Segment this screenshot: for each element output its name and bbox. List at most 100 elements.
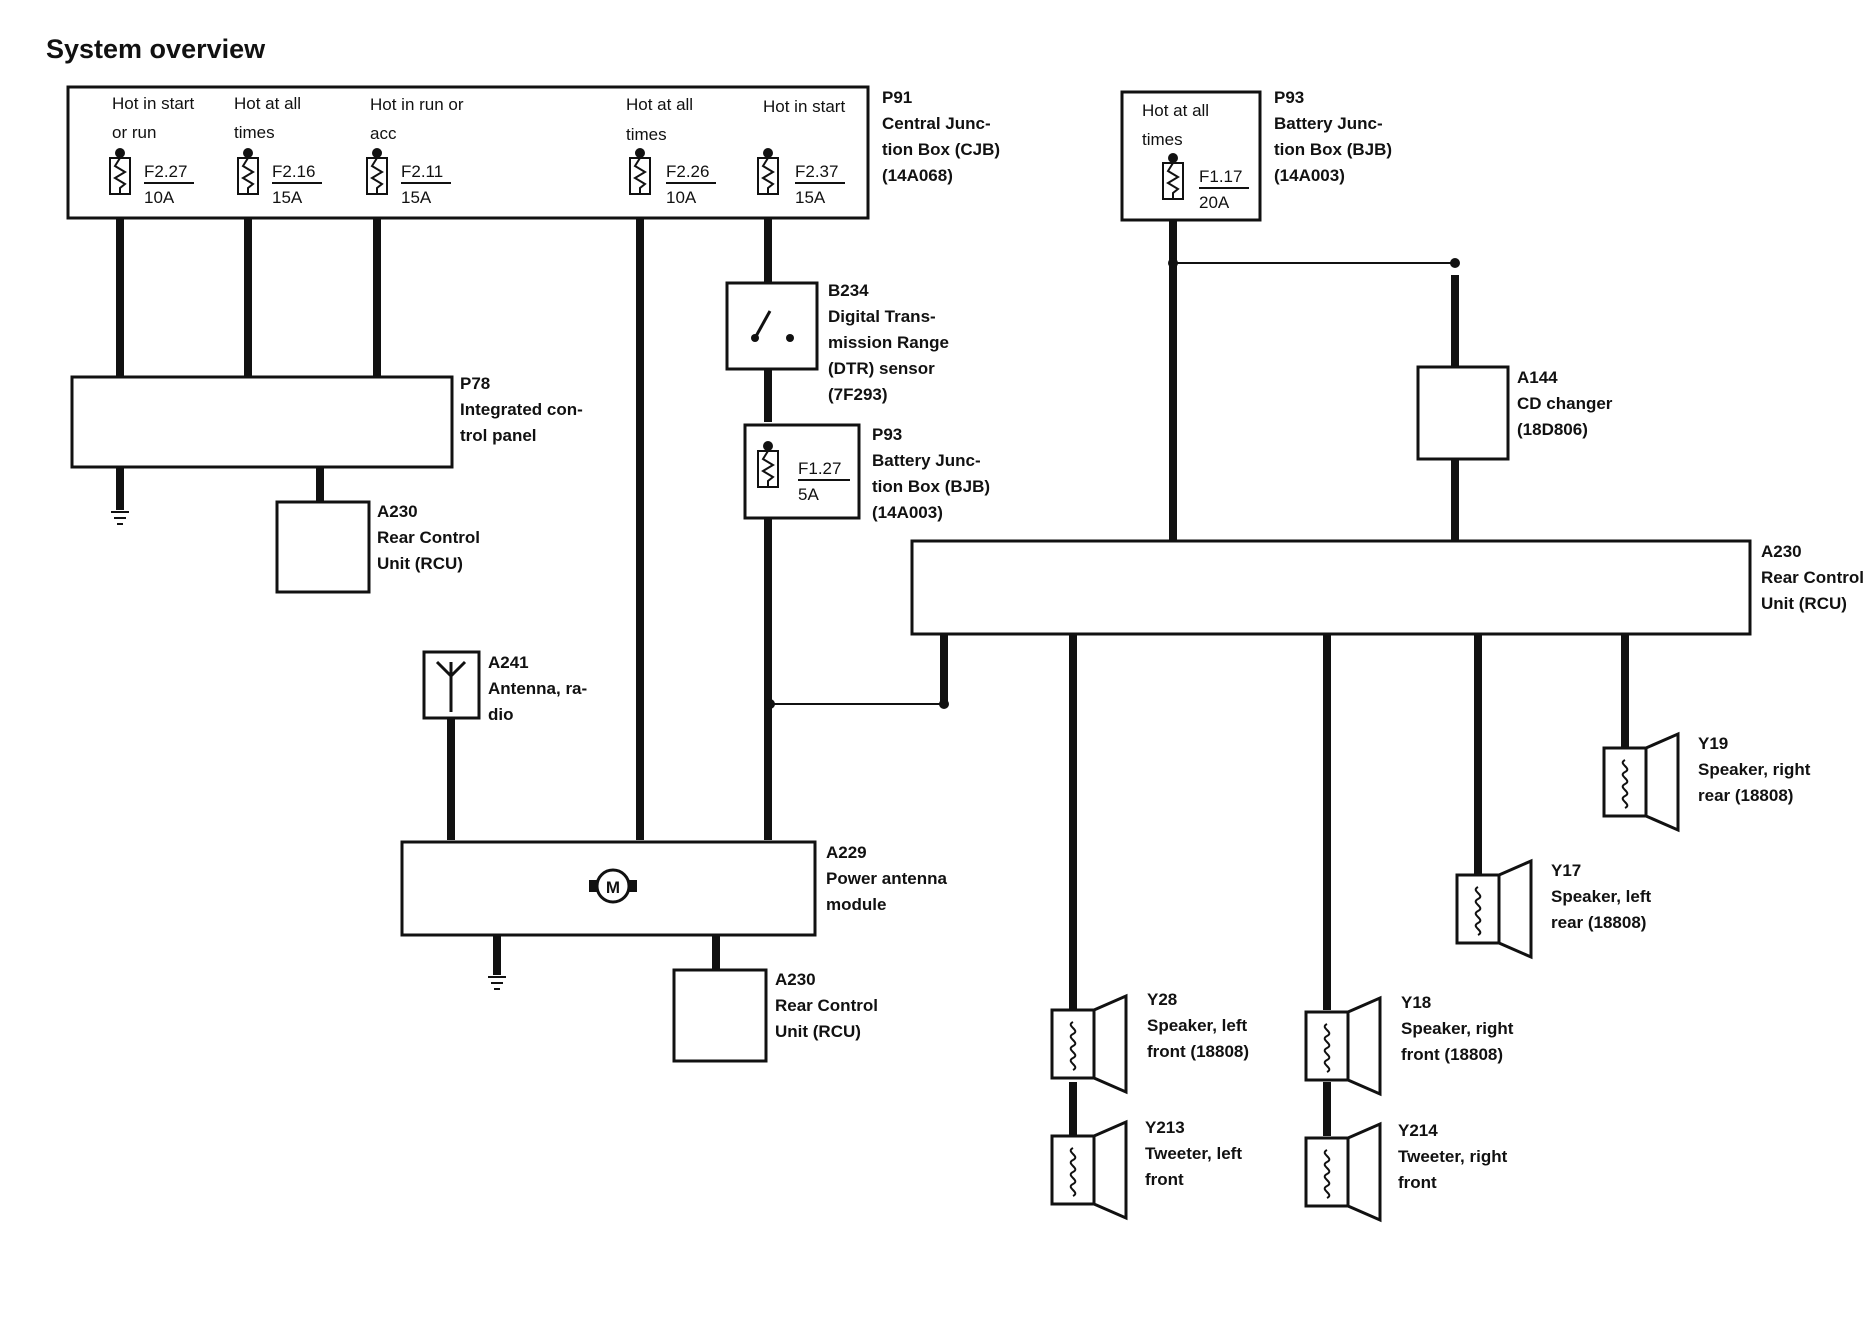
- dtr-label: B234 Digital Trans- mission Range (DTR) …: [828, 281, 949, 404]
- tweeter-icon: [1304, 1121, 1382, 1223]
- svg-text:Y213: Y213: [1145, 1118, 1185, 1137]
- svg-text:A241: A241: [488, 653, 529, 672]
- svg-text:Unit (RCU): Unit (RCU): [1761, 594, 1847, 613]
- rear-control-unit-small: [275, 500, 371, 594]
- svg-text:dio: dio: [488, 705, 514, 724]
- fuse-id: F2.26: [666, 162, 709, 181]
- svg-text:trol panel: trol panel: [460, 426, 537, 445]
- svg-text:Speaker, right: Speaker, right: [1401, 1019, 1514, 1038]
- cd-changer: [1416, 365, 1510, 461]
- fuse-hot-label: Hot in start: [112, 94, 194, 113]
- fuse-hot-label: Hot at all: [234, 94, 301, 113]
- svg-text:B234: B234: [828, 281, 869, 300]
- fuse-icon: [757, 441, 779, 488]
- svg-text:Speaker, left: Speaker, left: [1147, 1016, 1248, 1035]
- fuse-hot-label: Hot at all: [1142, 101, 1209, 120]
- icp-label: P78 Integrated con- trol panel: [460, 374, 583, 445]
- svg-text:Rear Control: Rear Control: [1761, 568, 1864, 587]
- svg-text:Rear Control: Rear Control: [775, 996, 878, 1015]
- rear-control-unit: [910, 539, 1752, 636]
- motor-symbol: M: [606, 878, 620, 897]
- fuse-icon: [629, 148, 651, 195]
- svg-text:(DTR) sensor: (DTR) sensor: [828, 359, 935, 378]
- svg-text:P91: P91: [882, 88, 912, 107]
- svg-text:A229: A229: [826, 843, 867, 862]
- fuse-rating: 15A: [401, 188, 432, 207]
- svg-text:front (18808): front (18808): [1401, 1045, 1503, 1064]
- rcu-small-label: A230 Rear Control Unit (RCU): [775, 970, 878, 1041]
- svg-text:Speaker, left: Speaker, left: [1551, 887, 1652, 906]
- svg-text:Y214: Y214: [1398, 1121, 1438, 1140]
- svg-text:front: front: [1398, 1173, 1437, 1192]
- fuse-rating: 20A: [1199, 193, 1230, 212]
- fuse-id: F2.11: [401, 162, 443, 181]
- svg-text:Y19: Y19: [1698, 734, 1728, 753]
- svg-text:Tweeter, right: Tweeter, right: [1398, 1147, 1508, 1166]
- speaker-icon: [1304, 995, 1382, 1097]
- fuse-id: F1.17: [1199, 167, 1242, 186]
- svg-text:Speaker, right: Speaker, right: [1698, 760, 1811, 779]
- svg-text:tion Box (BJB): tion Box (BJB): [872, 477, 990, 496]
- fuse-hot-label: times: [234, 123, 275, 142]
- svg-text:Central Junc-: Central Junc-: [882, 114, 991, 133]
- svg-text:tion Box (BJB): tion Box (BJB): [1274, 140, 1392, 159]
- fuse-icon: [109, 148, 131, 195]
- integrated-control-panel: [70, 375, 454, 469]
- svg-text:P93: P93: [872, 425, 902, 444]
- svg-text:A230: A230: [775, 970, 816, 989]
- svg-text:A144: A144: [1517, 368, 1558, 387]
- speaker-icon: [1050, 993, 1128, 1095]
- svg-text:front: front: [1145, 1170, 1184, 1189]
- fuse-rating: 5A: [798, 485, 819, 504]
- bjb-top-label: P93 Battery Junc- tion Box (BJB) (14A003…: [1274, 88, 1392, 185]
- fuse-hot-label: times: [1142, 130, 1183, 149]
- rear-control-unit-small: [672, 968, 768, 1063]
- svg-text:Y18: Y18: [1401, 993, 1431, 1012]
- svg-text:Y28: Y28: [1147, 990, 1177, 1009]
- fuse-hot-label: times: [626, 125, 667, 144]
- svg-text:A230: A230: [1761, 542, 1802, 561]
- bjb-mid-label: P93 Battery Junc- tion Box (BJB) (14A003…: [872, 425, 990, 522]
- antenna-icon: [435, 660, 467, 712]
- svg-text:Rear Control: Rear Control: [377, 528, 480, 547]
- central-junction-box: [66, 85, 870, 220]
- svg-text:CD changer: CD changer: [1517, 394, 1613, 413]
- fuse-hot-label: Hot at all: [626, 95, 693, 114]
- junction-dots: [765, 258, 1460, 709]
- svg-text:front (18808): front (18808): [1147, 1042, 1249, 1061]
- antenna-label: A241 Antenna, ra- dio: [488, 653, 587, 724]
- svg-text:Integrated con-: Integrated con-: [460, 400, 583, 419]
- fuse-hot-label: Hot in start: [763, 97, 845, 116]
- fuse-hot-label: or run: [112, 123, 156, 142]
- fuse-id: F2.27: [144, 162, 187, 181]
- tweeter-icon: [1050, 1119, 1128, 1221]
- svg-text:Unit (RCU): Unit (RCU): [775, 1022, 861, 1041]
- svg-text:rear (18808): rear (18808): [1551, 913, 1646, 932]
- svg-text:tion Box (CJB): tion Box (CJB): [882, 140, 1000, 159]
- svg-text:(14A003): (14A003): [872, 503, 943, 522]
- svg-text:Power antenna: Power antenna: [826, 869, 947, 888]
- svg-text:A230: A230: [377, 502, 418, 521]
- svg-text:(18D806): (18D806): [1517, 420, 1588, 439]
- diagram-title: System overview: [46, 34, 266, 64]
- svg-text:Battery Junc-: Battery Junc-: [1274, 114, 1383, 133]
- svg-text:Unit (RCU): Unit (RCU): [377, 554, 463, 573]
- fuse-icon: [1162, 153, 1184, 200]
- rcu-large-label: A230 Rear Control Unit (RCU): [1761, 542, 1864, 613]
- wires: [116, 212, 1629, 1136]
- svg-text:(14A003): (14A003): [1274, 166, 1345, 185]
- svg-text:Antenna, ra-: Antenna, ra-: [488, 679, 587, 698]
- speaker-label: Y28 Speaker, left front (18808): [1147, 990, 1249, 1061]
- battery-junction-box: [1120, 90, 1262, 222]
- fuse-icon: [757, 148, 779, 195]
- cd-changer-label: A144 CD changer (18D806): [1517, 368, 1613, 439]
- svg-text:Y17: Y17: [1551, 861, 1581, 880]
- fuse-rating: 10A: [666, 188, 697, 207]
- speaker-label: Y17 Speaker, left rear (18808): [1551, 861, 1652, 932]
- fuse-rating: 15A: [272, 188, 303, 207]
- motor-icon: M: [589, 868, 637, 904]
- svg-text:P93: P93: [1274, 88, 1304, 107]
- speaker-icon: [1602, 731, 1680, 833]
- rcu-small-label: A230 Rear Control Unit (RCU): [377, 502, 480, 573]
